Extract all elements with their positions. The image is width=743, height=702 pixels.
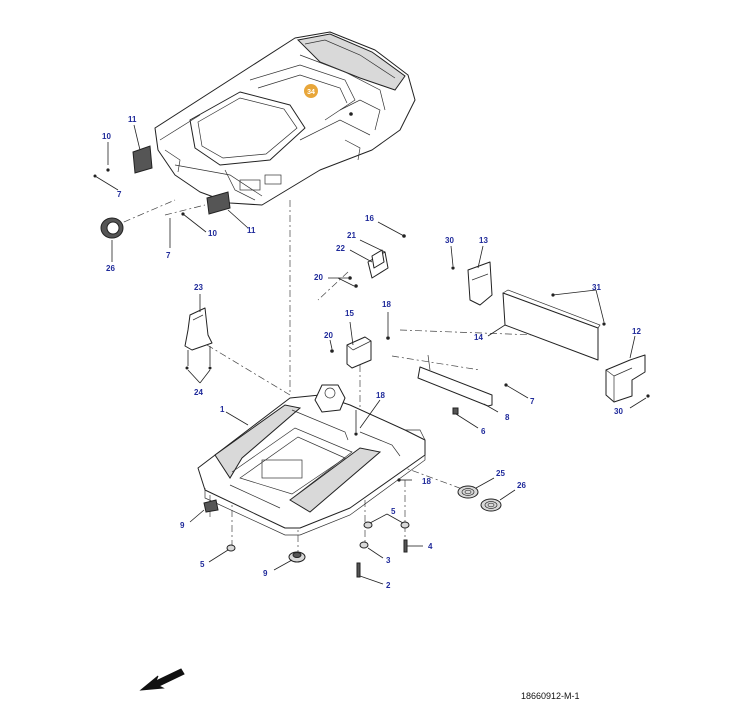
- bracket-23: [184, 294, 213, 384]
- callout-3: 3: [386, 556, 391, 565]
- washers-5: [208, 513, 410, 563]
- callout-25: 25: [496, 469, 505, 478]
- bracket-15: [329, 312, 390, 369]
- callout-1: 1: [220, 405, 225, 414]
- badge-label: 34: [307, 89, 315, 96]
- bracket-21-22: [349, 221, 406, 279]
- callout-labels: 1 2 3 4 5 5 6 7 7 7 8 9 9 10 10 11 11 12…: [102, 115, 641, 590]
- callout-7c: 7: [530, 397, 535, 406]
- plate-14: [487, 289, 601, 361]
- grille-right: [206, 191, 249, 229]
- callout-24: 24: [194, 388, 203, 397]
- callout-21: 21: [347, 231, 356, 240]
- hardware-2-3-4: [356, 539, 423, 585]
- fastener-set-left: [93, 142, 119, 191]
- bolts-31: [551, 289, 606, 326]
- drawing-reference-code: 18660912-M-1: [521, 691, 580, 701]
- callout-26b: 26: [517, 481, 526, 490]
- isolator-mount-left: [189, 499, 219, 523]
- callout-9b: 9: [263, 569, 268, 578]
- callout-7a: 7: [117, 190, 122, 199]
- grille-left: [132, 124, 153, 174]
- callout-14: 14: [474, 333, 483, 342]
- callout-18c: 18: [422, 477, 431, 486]
- highlight-badge: 34: [304, 84, 353, 116]
- hood-assembly: [154, 31, 416, 206]
- callout-30a: 30: [445, 236, 454, 245]
- callout-31: 31: [592, 283, 601, 292]
- callout-4: 4: [428, 542, 433, 551]
- callout-30b: 30: [614, 407, 623, 416]
- callout-12: 12: [632, 327, 641, 336]
- callout-16: 16: [365, 214, 374, 223]
- callout-26a: 26: [106, 264, 115, 273]
- leader-frame: [225, 411, 249, 426]
- callout-15: 15: [345, 309, 354, 318]
- callout-8: 8: [505, 413, 510, 422]
- callout-6: 6: [481, 427, 486, 436]
- callout-23: 23: [194, 283, 203, 292]
- callout-2: 2: [386, 581, 391, 590]
- callout-10a: 10: [102, 132, 111, 141]
- callout-20b: 20: [324, 331, 333, 340]
- angle-bracket-8: [417, 354, 529, 429]
- isolator-mount-bottom: [273, 551, 306, 571]
- callout-22: 22: [336, 244, 345, 253]
- callout-20a: 20: [314, 273, 323, 282]
- main-frame: [197, 384, 426, 536]
- callout-7b: 7: [166, 251, 171, 260]
- callout-5a: 5: [200, 560, 205, 569]
- callout-5b: 5: [391, 507, 396, 516]
- callout-11a: 11: [128, 115, 137, 124]
- bracket-13: [450, 245, 493, 306]
- bolts-20-upper: [328, 276, 358, 288]
- callout-11b: 11: [247, 226, 256, 235]
- callout-10b: 10: [208, 229, 217, 238]
- callout-18a: 18: [382, 300, 391, 309]
- callout-9a: 9: [180, 521, 185, 530]
- bolts-18-lower: [354, 399, 412, 482]
- ring-gaskets-right: [457, 477, 516, 512]
- callout-13: 13: [479, 236, 488, 245]
- bracket-12: [605, 335, 650, 409]
- direction-arrow-icon: [139, 668, 185, 691]
- callout-18b: 18: [376, 391, 385, 400]
- fastener-set-right: [169, 212, 207, 248]
- ring-gasket-left: [100, 217, 124, 262]
